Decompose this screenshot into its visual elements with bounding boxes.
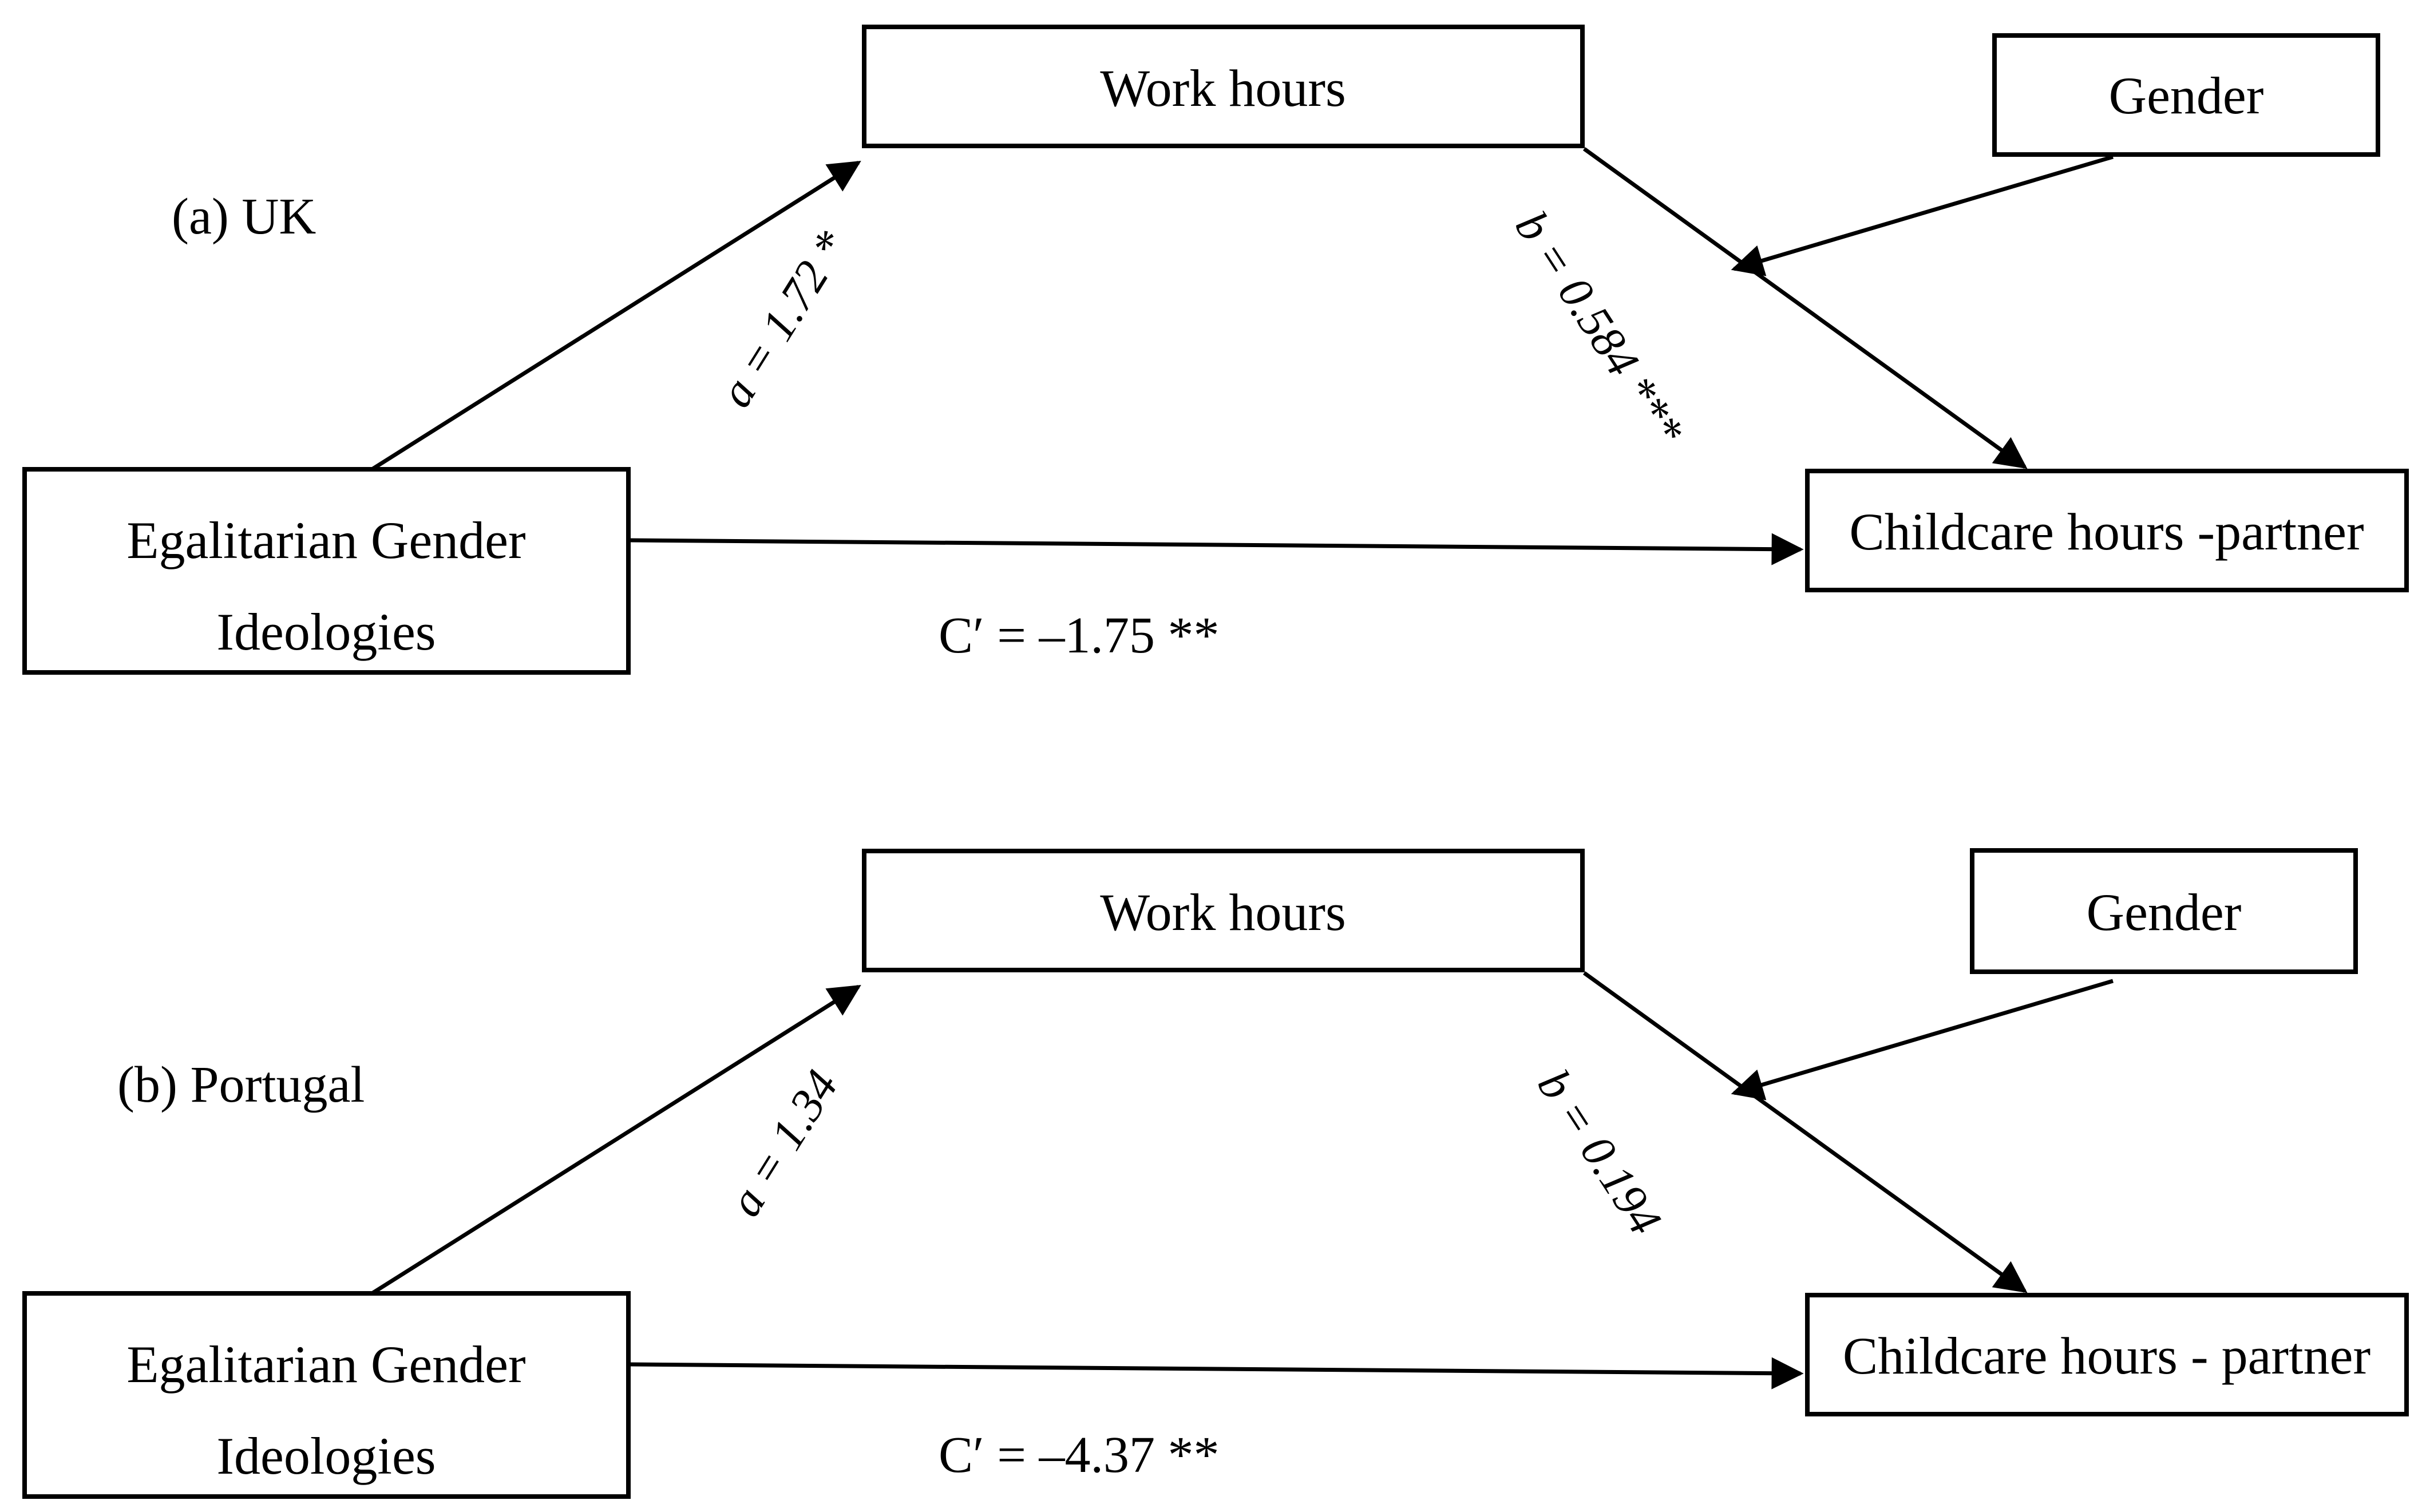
- uk-predictor-label-line2: Ideologies: [216, 603, 436, 661]
- portugal-moderator-label: Gender: [2087, 883, 2242, 941]
- uk-direct-path-label: C′ = –1.75 **: [939, 607, 1219, 664]
- uk-predictor-box: [22, 467, 631, 675]
- uk-path-b-arrow: [1582, 147, 2028, 469]
- panel-uk: (a) UK Egalitarian Gender Ideologies Wor…: [22, 25, 2409, 675]
- uk-mediator-label: Work hours: [1100, 59, 1346, 117]
- uk-predictor-label-line1: Egalitarian Gender: [126, 511, 525, 569]
- uk-mediator-box: [862, 25, 1585, 148]
- uk-path-a-label: a = 1.72 *: [709, 222, 857, 416]
- portugal-predictor-label-line1: Egalitarian Gender: [126, 1335, 525, 1394]
- portugal-path-b-arrow: [1582, 971, 2028, 1293]
- portugal-moderator-box: [1970, 848, 2358, 974]
- uk-gender-moderation-arrow: [1731, 155, 2114, 276]
- panel-portugal: (b) Portugal Egalitarian Gender Ideologi…: [22, 848, 2409, 1499]
- portugal-outcome-label: Childcare hours - partner: [1843, 1327, 2370, 1385]
- portugal-predictor-label-line2: Ideologies: [216, 1427, 436, 1485]
- portugal-path-b-label: b = 0.194: [1527, 1060, 1672, 1243]
- portugal-outcome-box: [1805, 1293, 2409, 1416]
- uk-path-a-arrow: [371, 161, 861, 471]
- portugal-mediator-label: Work hours: [1100, 883, 1346, 941]
- panel-portugal-title: (b) Portugal: [117, 1056, 365, 1113]
- portugal-path-a-label: a = 1.34: [719, 1061, 848, 1225]
- uk-moderator-label: Gender: [2109, 66, 2264, 125]
- uk-outcome-box: [1805, 469, 2409, 592]
- portugal-direct-path-arrow: [629, 1357, 1804, 1390]
- portugal-direct-path-label: C′ = –4.37 **: [939, 1427, 1219, 1483]
- uk-path-b-label: b = 0.584 ***: [1505, 202, 1694, 454]
- portugal-predictor-box: [22, 1291, 631, 1499]
- uk-outcome-label: Childcare hours -partner: [1849, 502, 2364, 561]
- uk-direct-path-arrow: [629, 533, 1804, 565]
- portugal-mediator-box: [862, 849, 1585, 972]
- portugal-gender-moderation-arrow: [1731, 979, 2114, 1101]
- panel-uk-title: (a) UK: [172, 188, 316, 245]
- portugal-path-a-arrow: [371, 985, 861, 1295]
- uk-moderator-box: [1992, 33, 2380, 157]
